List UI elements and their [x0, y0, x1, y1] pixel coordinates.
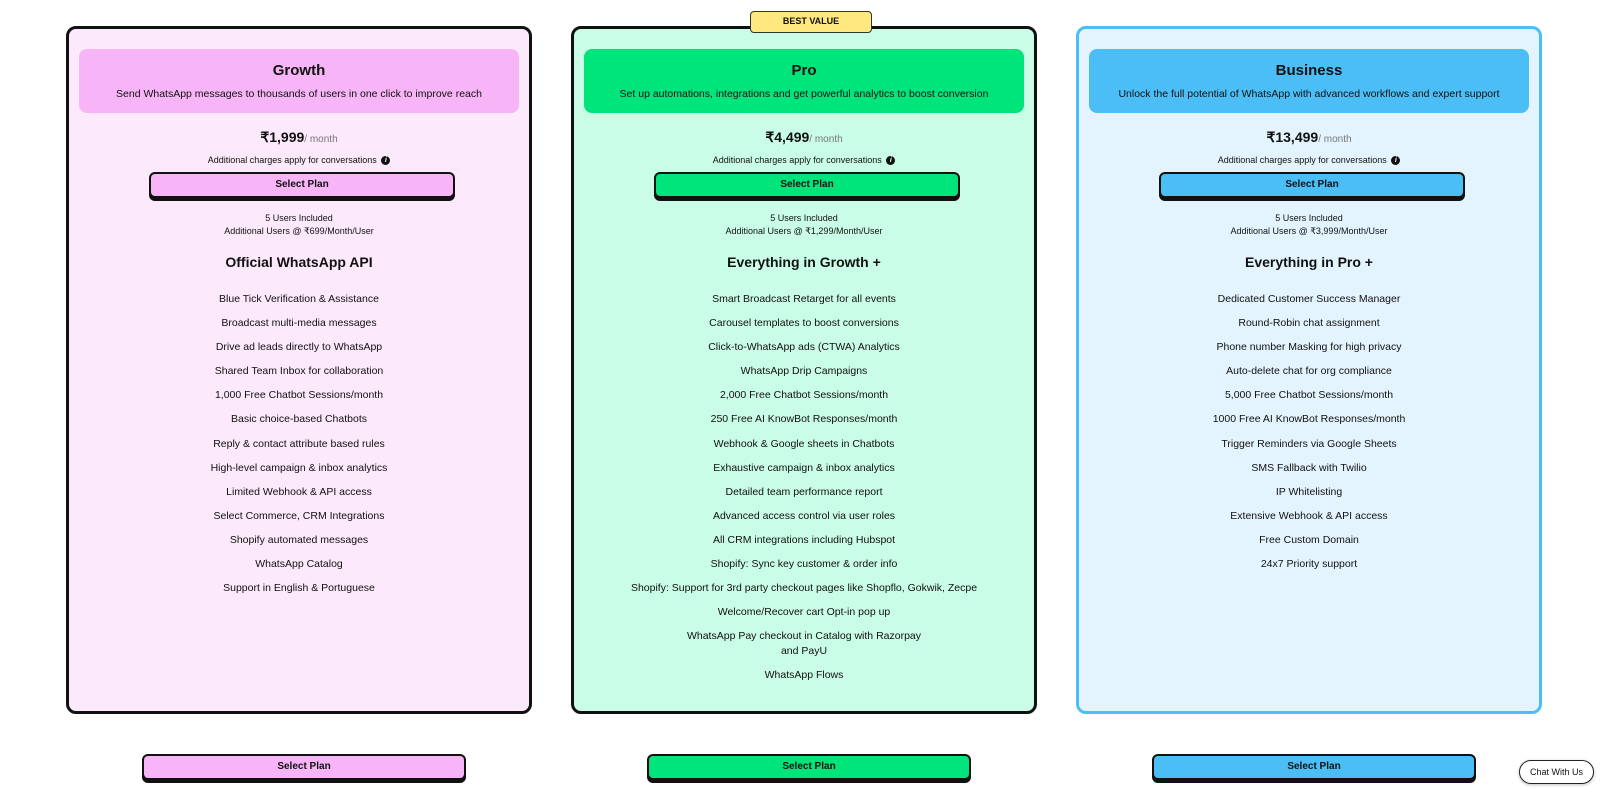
- feature-item: Round-Robin chat assignment: [1238, 317, 1380, 330]
- features-title: Everything in Pro +: [1245, 254, 1373, 270]
- select-plan-button-business-bottom[interactable]: Select Plan: [1152, 754, 1476, 780]
- feature-item: 1,000 Free Chatbot Sessions/month: [214, 389, 384, 402]
- select-plan-button-growth-bottom[interactable]: Select Plan: [142, 754, 466, 780]
- users-included: 5 Users Included: [1275, 213, 1343, 223]
- price-row: ₹4,499/ month: [574, 129, 1034, 147]
- feature-item: Support in English & Portuguese: [223, 582, 375, 595]
- plan-header: Pro Set up automations, integrations and…: [584, 49, 1024, 113]
- feature-item: Exhaustive campaign & inbox analytics: [713, 461, 895, 474]
- charges-note-text: Additional charges apply for conversatio…: [1217, 155, 1387, 165]
- feature-item: Drive ad leads directly to WhatsApp: [215, 341, 383, 354]
- feature-item: Detailed team performance report: [725, 485, 883, 498]
- additional-users: Additional Users @ ₹3,999/Month/User: [1230, 225, 1388, 236]
- plan-name: Business: [1275, 62, 1343, 79]
- users-info: 5 Users Included Additional Users @ ₹1,2…: [574, 212, 1034, 237]
- price-row: ₹1,999/ month: [69, 129, 529, 147]
- info-icon[interactable]: i: [381, 156, 391, 166]
- feature-item: Trigger Reminders via Google Sheets: [1221, 437, 1397, 450]
- feature-item: Advanced access control via user roles: [712, 509, 896, 522]
- select-plan-button[interactable]: Select Plan: [654, 172, 960, 198]
- feature-item: Select Commerce, CRM Integrations: [213, 509, 385, 522]
- plan-card-pro: Pro Set up automations, integrations and…: [571, 26, 1037, 714]
- charges-note: Additional charges apply for conversatio…: [1079, 155, 1539, 166]
- price-unit: / month: [809, 134, 843, 145]
- plan-price: ₹4,499: [765, 129, 810, 145]
- feature-item: Extensive Webhook & API access: [1230, 509, 1388, 522]
- feature-item: Limited Webhook & API access: [226, 485, 372, 498]
- feature-item: Auto-delete chat for org compliance: [1226, 365, 1392, 378]
- features-title: Official WhatsApp API: [225, 254, 373, 270]
- plan-header: Growth Send WhatsApp messages to thousan…: [79, 49, 519, 113]
- feature-item: Basic choice-based Chatbots: [231, 413, 367, 426]
- select-plan-button[interactable]: Select Plan: [1159, 172, 1465, 198]
- feature-item: All CRM integrations including Hubspot: [712, 533, 896, 546]
- feature-item: Broadcast multi-media messages: [221, 317, 377, 330]
- feature-item: 24x7 Priority support: [1260, 558, 1358, 571]
- charges-note: Additional charges apply for conversatio…: [574, 155, 1034, 166]
- price-row: ₹13,499/ month: [1079, 129, 1539, 147]
- plan-name: Growth: [272, 62, 326, 79]
- feature-item: Welcome/Recover cart Opt-in pop up: [717, 606, 891, 619]
- feature-item: WhatsApp Catalog: [255, 558, 343, 571]
- price-unit: / month: [1318, 134, 1352, 145]
- plan-description: Unlock the full potential of WhatsApp wi…: [1118, 88, 1500, 100]
- feature-list: Smart Broadcast Retarget for all events …: [584, 292, 1024, 692]
- feature-item: WhatsApp Flows: [764, 668, 844, 681]
- feature-item: Click-to-WhatsApp ads (CTWA) Analytics: [708, 341, 900, 354]
- price-unit: / month: [304, 134, 338, 145]
- info-icon[interactable]: i: [886, 156, 896, 166]
- additional-users: Additional Users @ ₹1,299/Month/User: [725, 225, 883, 236]
- feature-item: WhatsApp Pay checkout in Catalog with Ra…: [686, 630, 922, 657]
- feature-item: Blue Tick Verification & Assistance: [219, 293, 379, 305]
- info-icon[interactable]: i: [1391, 156, 1401, 166]
- best-value-badge: BEST VALUE: [750, 11, 872, 33]
- plan-description: Send WhatsApp messages to thousands of u…: [116, 88, 482, 100]
- users-included: 5 Users Included: [770, 213, 838, 223]
- users-included: 5 Users Included: [265, 213, 333, 223]
- additional-users: Additional Users @ ₹699/Month/User: [224, 225, 374, 236]
- plan-card-growth: Growth Send WhatsApp messages to thousan…: [66, 26, 532, 714]
- feature-item: Shopify: Support for 3rd party checkout …: [630, 582, 978, 595]
- plan-header: Business Unlock the full potential of Wh…: [1089, 49, 1529, 113]
- feature-item: 250 Free AI KnowBot Responses/month: [710, 413, 898, 426]
- feature-item: Shared Team Inbox for collaboration: [214, 365, 384, 378]
- users-info: 5 Users Included Additional Users @ ₹699…: [69, 212, 529, 237]
- feature-item: IP Whitelisting: [1275, 485, 1343, 498]
- feature-item: Phone number Masking for high privacy: [1216, 341, 1402, 354]
- feature-list: Blue Tick Verification & Assistance Broa…: [79, 292, 519, 605]
- feature-item: 5,000 Free Chatbot Sessions/month: [1224, 389, 1394, 402]
- select-plan-button[interactable]: Select Plan: [149, 172, 455, 198]
- feature-item: Shopify: Sync key customer & order info: [710, 558, 898, 571]
- plan-description: Set up automations, integrations and get…: [619, 88, 989, 100]
- feature-item: 2,000 Free Chatbot Sessions/month: [719, 389, 889, 402]
- charges-note-text: Additional charges apply for conversatio…: [712, 155, 882, 165]
- charges-note: Additional charges apply for conversatio…: [69, 155, 529, 166]
- select-plan-button-pro-bottom[interactable]: Select Plan: [647, 754, 971, 780]
- feature-item: Webhook & Google sheets in Chatbots: [713, 437, 895, 450]
- plan-price: ₹13,499: [1266, 129, 1319, 145]
- plan-name: Pro: [791, 62, 817, 79]
- features-title: Everything in Growth +: [727, 254, 881, 270]
- chat-with-us-button[interactable]: Chat With Us: [1519, 760, 1594, 784]
- charges-note-text: Additional charges apply for conversatio…: [207, 155, 377, 165]
- feature-item: Carousel templates to boost conversions: [709, 317, 899, 330]
- feature-list: Dedicated Customer Success Manager Round…: [1089, 292, 1529, 581]
- feature-item: Free Custom Domain: [1259, 533, 1359, 546]
- feature-item: Smart Broadcast Retarget for all events: [712, 293, 896, 305]
- plan-price: ₹1,999: [260, 129, 305, 145]
- feature-item: SMS Fallback with Twilio: [1251, 461, 1367, 474]
- feature-item: WhatsApp Drip Campaigns: [740, 365, 868, 378]
- feature-item: Shopify automated messages: [229, 533, 369, 546]
- feature-item: Reply & contact attribute based rules: [213, 437, 385, 450]
- feature-item: High-level campaign & inbox analytics: [210, 461, 388, 474]
- users-info: 5 Users Included Additional Users @ ₹3,9…: [1079, 212, 1539, 237]
- plan-card-business: Business Unlock the full potential of Wh…: [1076, 26, 1542, 714]
- feature-item: Dedicated Customer Success Manager: [1217, 293, 1401, 305]
- feature-item: 1000 Free AI KnowBot Responses/month: [1212, 413, 1406, 426]
